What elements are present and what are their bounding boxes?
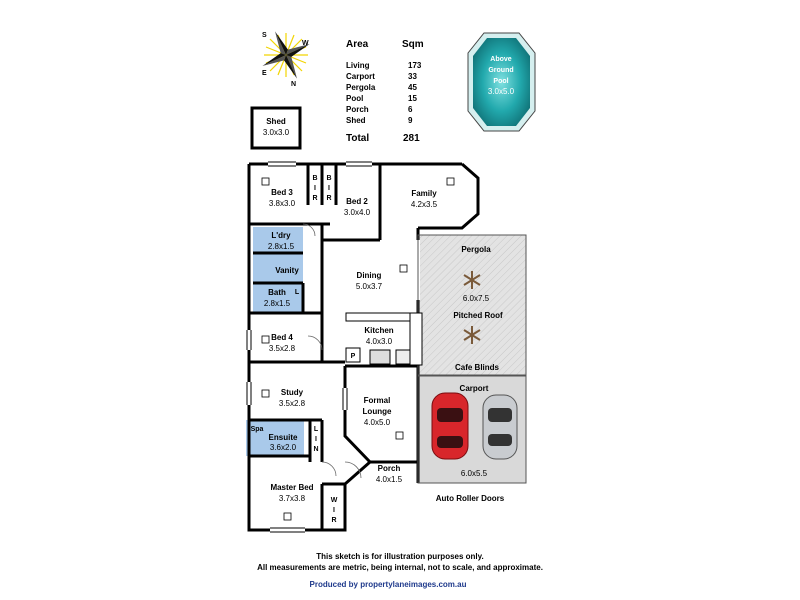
- area-row-label: Pergola: [346, 83, 376, 92]
- silver-car-icon: [482, 394, 518, 460]
- laundry-floor: [253, 227, 303, 253]
- lin-l1: L: [314, 426, 319, 433]
- bed2-dims: 3.0x4.0: [344, 208, 371, 217]
- area-row-label: Porch: [346, 105, 369, 114]
- compass-e: E: [262, 70, 267, 77]
- bir2-l1: B: [326, 175, 331, 182]
- pergola-name: Pergola: [461, 245, 491, 254]
- kitchen-name: Kitchen: [364, 326, 393, 335]
- total-label: Total: [346, 133, 369, 144]
- pool-label-3: Pool: [493, 78, 508, 85]
- pergola-floor: [418, 235, 526, 375]
- pool-label-2: Ground: [488, 67, 513, 74]
- kitchen-dims: 4.0x3.0: [366, 337, 393, 346]
- pool-label-1: Above: [490, 56, 512, 63]
- formal-dims: 4.0x5.0: [364, 418, 391, 427]
- compass-s: S: [262, 32, 267, 39]
- ensuite-floor: [246, 420, 304, 456]
- area-row-label: Pool: [346, 94, 363, 103]
- carport-dims: 6.0x5.5: [461, 469, 488, 478]
- pool-dims: 3.0x5.0: [488, 87, 515, 96]
- family-dims: 4.2x3.5: [411, 200, 438, 209]
- vanity-floor: [253, 253, 303, 283]
- pantry-label: P: [351, 353, 356, 360]
- formal-name-1: Formal: [364, 396, 391, 405]
- bed3-name: Bed 3: [271, 188, 293, 197]
- porch-dims: 4.0x1.5: [376, 475, 403, 484]
- bath-dims: 2.8x1.5: [264, 299, 291, 308]
- disclaimer-line-1: This sketch is for illustration purposes…: [316, 552, 483, 561]
- ensuite-dims: 3.6x2.0: [270, 443, 297, 452]
- compass-n: N: [291, 81, 296, 88]
- bed3-dims: 3.8x3.0: [269, 199, 296, 208]
- bir1-l3: R: [312, 195, 317, 202]
- door-swings: [302, 223, 362, 479]
- formal-name-2: Lounge: [363, 407, 392, 416]
- area-header: Area: [346, 39, 369, 50]
- linen-l: L: [295, 289, 300, 296]
- area-row-label: Shed: [346, 116, 366, 125]
- bath-floor: [253, 283, 303, 313]
- fixture-markers: [261, 177, 455, 521]
- study-dims: 3.5x2.8: [279, 399, 306, 408]
- bir1-l2: I: [314, 185, 316, 192]
- area-row-value: 173: [408, 61, 422, 70]
- vanity-name: Vanity: [275, 266, 299, 275]
- spa-label: Spa: [251, 426, 264, 433]
- pergola-dims: 6.0x7.5: [463, 294, 490, 303]
- disclaimer-line-2: All measurements are metric, being inter…: [257, 563, 543, 572]
- room-labels: Bed 3 3.8x3.0 B I R B I R Bed 2 3.0x4.0 …: [251, 175, 505, 524]
- pergola-outline: [417, 234, 527, 484]
- carport-doors-label: Auto Roller Doors: [436, 494, 505, 503]
- bed2-name: Bed 2: [346, 197, 368, 206]
- area-row-label: Living: [346, 61, 370, 70]
- lin-l2: I: [315, 436, 317, 443]
- dining-dims: 5.0x3.7: [356, 282, 383, 291]
- wir-l1: W: [331, 497, 338, 504]
- pergola-note: Pitched Roof: [453, 311, 503, 320]
- bir2-l2: I: [328, 185, 330, 192]
- shed: Shed 3.0x3.0: [250, 106, 302, 150]
- area-row-value: 6: [408, 105, 413, 114]
- red-car-icon: [431, 392, 469, 460]
- carport-name: Carport: [460, 384, 489, 393]
- porch-name: Porch: [378, 464, 401, 473]
- bir2-l3: R: [326, 195, 331, 202]
- kitchen-fixtures: [345, 312, 423, 366]
- pool: Above Ground Pool 3.0x5.0: [467, 32, 536, 132]
- dining-name: Dining: [357, 271, 382, 280]
- shed-dims: 3.0x3.0: [263, 128, 290, 137]
- compass-icon: S W E N: [262, 31, 310, 88]
- bir1-l1: B: [312, 175, 317, 182]
- shed-name: Shed: [266, 117, 286, 126]
- family-name: Family: [411, 189, 437, 198]
- area-row-value: 33: [408, 72, 417, 81]
- compass-w: W: [302, 40, 309, 47]
- total-value: 281: [403, 133, 420, 144]
- windows: [246, 161, 372, 533]
- study-name: Study: [281, 388, 304, 397]
- wir-l2: I: [333, 507, 335, 514]
- master-name: Master Bed: [270, 483, 313, 492]
- bed4-dims: 3.5x2.8: [269, 344, 296, 353]
- sqm-header: Sqm: [402, 39, 424, 50]
- bath-name: Bath: [268, 288, 286, 297]
- ensuite-name: Ensuite: [269, 433, 298, 442]
- area-row-value: 45: [408, 83, 417, 92]
- ldry-name: L'dry: [271, 231, 291, 240]
- area-row-value: 9: [408, 116, 413, 125]
- ldry-dims: 2.8x1.5: [268, 242, 295, 251]
- ceiling-fan-icon: [463, 271, 481, 344]
- master-dims: 3.7x3.8: [279, 494, 306, 503]
- bed4-name: Bed 4: [271, 333, 293, 342]
- area-row-label: Carport: [346, 72, 375, 81]
- area-row-value: 15: [408, 94, 417, 103]
- pergola-blinds: Cafe Blinds: [455, 363, 500, 372]
- wir-l3: R: [331, 517, 336, 524]
- lin-l3: N: [313, 446, 318, 453]
- credit-text: Produced by propertylaneimages.com.au: [310, 580, 467, 589]
